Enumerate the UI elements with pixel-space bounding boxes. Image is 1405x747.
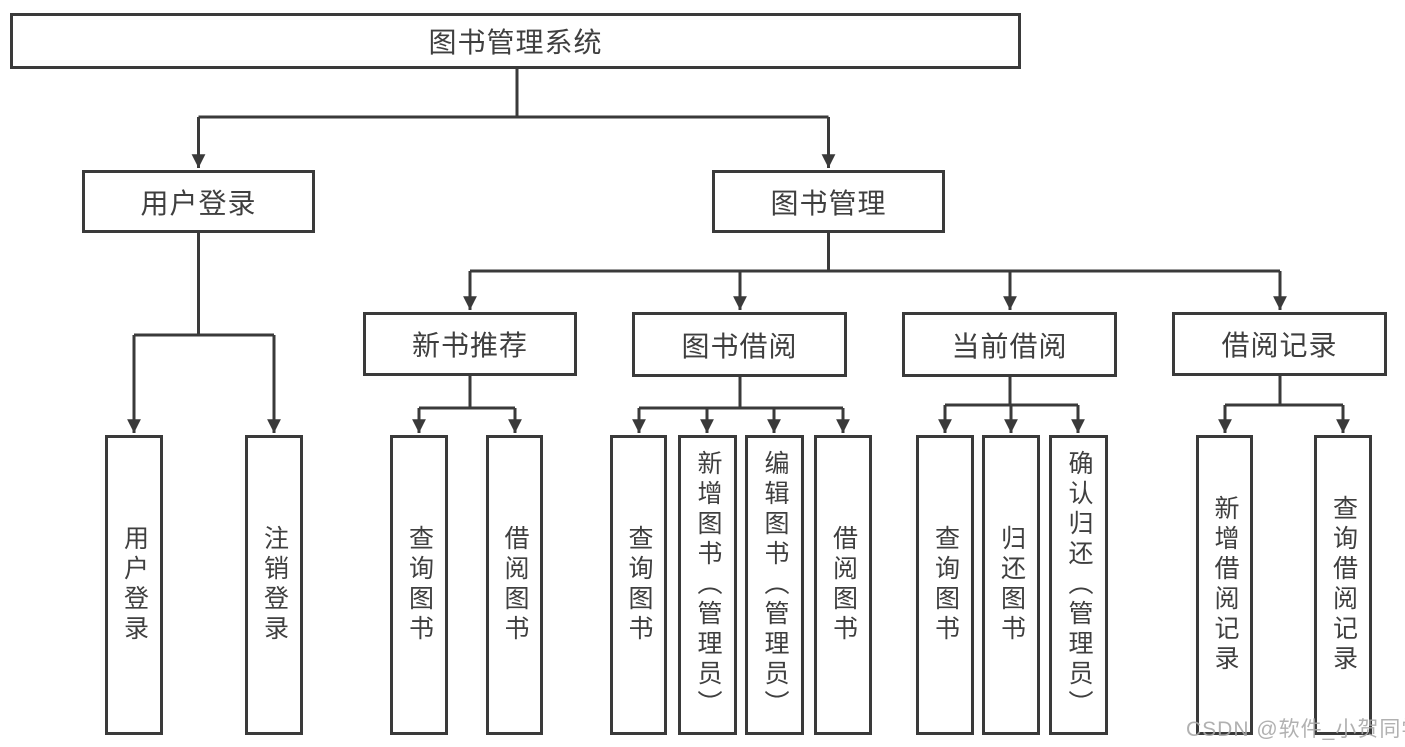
leaf-logout: 注销登录 bbox=[245, 435, 303, 735]
node-borrow-records: 借阅记录 bbox=[1172, 312, 1387, 376]
leaf-return-books: 归还图书 bbox=[982, 435, 1040, 735]
node-root-library-system: 图书管理系统 bbox=[10, 13, 1021, 69]
leaf-borrow-books-2: 借阅图书 bbox=[814, 435, 872, 735]
leaf-borrow-books-1: 借阅图书 bbox=[486, 435, 543, 735]
leaf-search-books-2: 查询图书 bbox=[610, 435, 667, 735]
node-user-login: 用户登录 bbox=[82, 170, 315, 233]
csdn-watermark: CSDN @软件_小贺同学 bbox=[1186, 718, 1405, 741]
leaf-search-books-1: 查询图书 bbox=[390, 435, 448, 735]
leaf-edit-books-admin: 编辑图书（管理员） bbox=[745, 435, 804, 735]
leaf-search-borrow-record: 查询借阅记录 bbox=[1314, 435, 1372, 735]
leaf-add-borrow-record: 新增借阅记录 bbox=[1196, 435, 1253, 735]
node-new-book-recommend: 新书推荐 bbox=[363, 312, 577, 376]
leaf-confirm-return-admin: 确认归还（管理员） bbox=[1049, 435, 1108, 735]
node-book-borrow: 图书借阅 bbox=[632, 312, 847, 377]
node-current-borrow: 当前借阅 bbox=[902, 312, 1117, 377]
node-book-management: 图书管理 bbox=[712, 170, 945, 233]
leaf-user-login: 用户登录 bbox=[105, 435, 163, 735]
leaf-add-books-admin: 新增图书（管理员） bbox=[678, 435, 737, 735]
leaf-search-books-3: 查询图书 bbox=[916, 435, 974, 735]
